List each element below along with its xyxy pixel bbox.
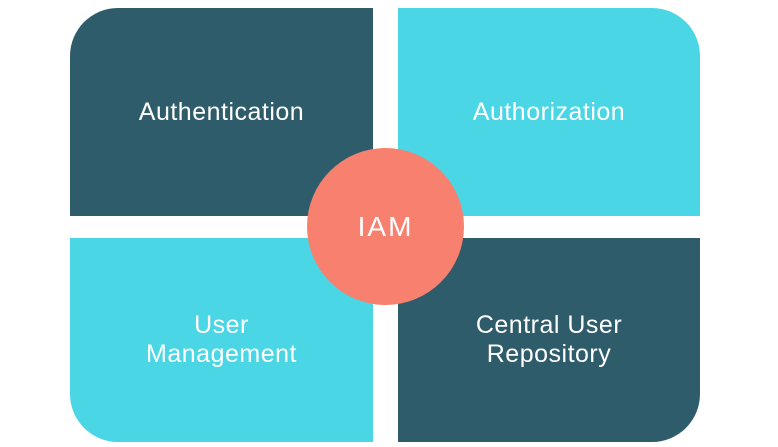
quadrant-authentication: Authentication (70, 8, 373, 216)
quadrant-label-central-user-repository: Central User Repository (475, 311, 623, 368)
quadrant-label-authentication: Authentication (138, 97, 305, 126)
quadrant-label-authorization: Authorization (472, 97, 626, 126)
iam-center-label: IAM (357, 210, 414, 242)
iam-center-circle: IAM (307, 148, 464, 305)
quadrant-label-user-management: User Management (146, 311, 297, 368)
